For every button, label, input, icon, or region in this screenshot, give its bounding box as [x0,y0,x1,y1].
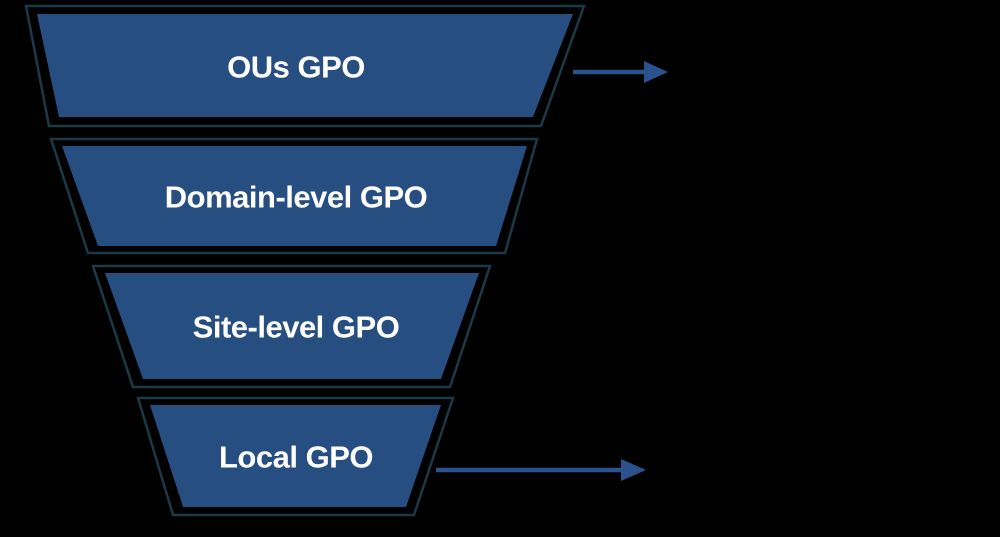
level-label: Local GPO [219,440,373,475]
level-shape [62,146,527,246]
level-shape [150,405,441,507]
level-label: Domain-level GPO [165,180,427,215]
funnel-level-site-gpo: Site-level GPO [91,264,492,389]
arrow-right-icon [573,61,668,83]
level-shape [37,14,573,117]
arrow-right-icon [436,459,646,481]
level-outline [136,396,455,517]
arrow-head [621,459,646,481]
funnel-level-domain-gpo: Domain-level GPO [49,137,539,255]
level-outline [91,264,492,389]
level-outline [24,4,586,128]
level-label: Site-level GPO [193,310,400,345]
level-label: OUs GPO [227,50,365,85]
level-outline [49,137,539,255]
arrow-head [644,61,668,83]
funnel-level-ous-gpo: OUs GPO [24,4,586,128]
funnel-level-local-gpo: Local GPO [136,396,455,517]
level-shape [105,273,479,379]
